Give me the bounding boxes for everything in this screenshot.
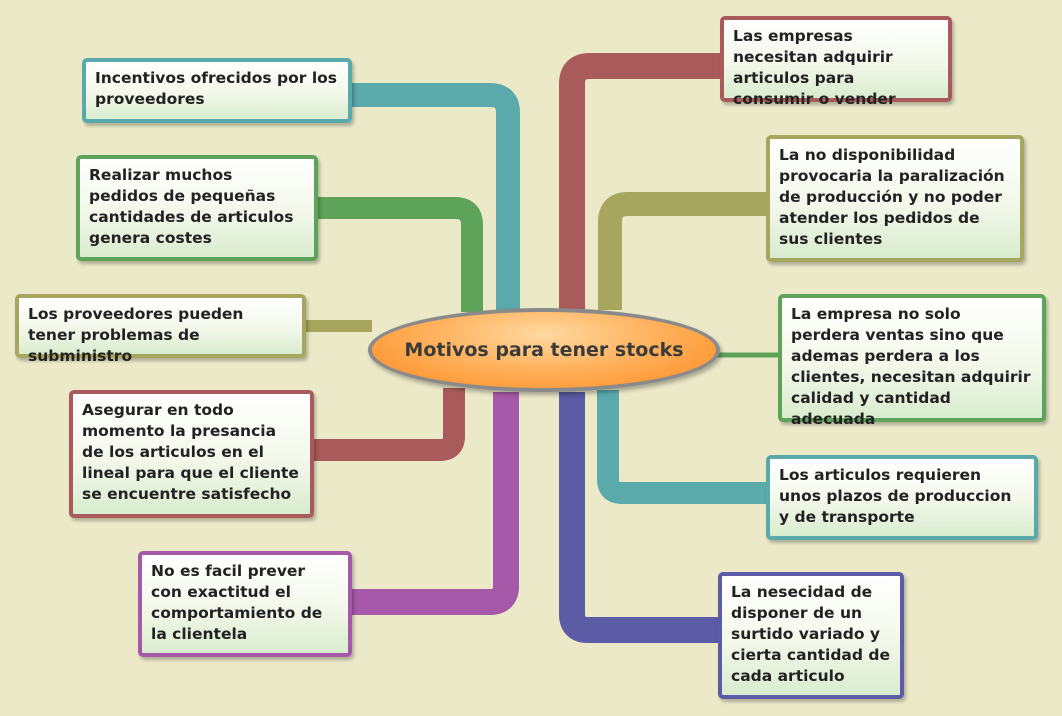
node-ventas[interactable]: La empresa no solo perdera ventas sino q… [778,294,1046,428]
connector-presancia [312,388,465,461]
node-pedidos[interactable]: Realizar muchos pedidos de pequeñas cant… [76,155,318,261]
node-incentivos[interactable]: Incentivos ofrecidos por los proveedores [82,58,352,123]
connector-pedidos [316,197,483,312]
node-empresas[interactable]: Las empresas necesitan adquirir articulo… [720,16,952,108]
node-surtido[interactable]: La nesecidad de disponer de un surtido v… [718,572,904,699]
connector-prever [350,392,519,615]
central-topic[interactable]: Motivos para tener stocks [368,308,720,392]
connector-surtido [559,392,720,643]
node-presancia[interactable]: Asegurar en todo momento la presancia de… [69,390,314,518]
node-subministro[interactable]: Los proveedores pueden tener problemas d… [15,294,306,365]
connector-plazos [597,390,768,504]
node-disponibilidad[interactable]: La no disponibilidad provocaria la paral… [766,135,1024,262]
connector-incentivos [350,83,520,310]
connector-empresas [559,53,722,310]
connector-disponibilidad [598,192,768,310]
node-prever[interactable]: No es facil prever con exactitud el comp… [138,551,352,657]
node-plazos[interactable]: Los articulos requieren unos plazos de p… [766,455,1038,540]
